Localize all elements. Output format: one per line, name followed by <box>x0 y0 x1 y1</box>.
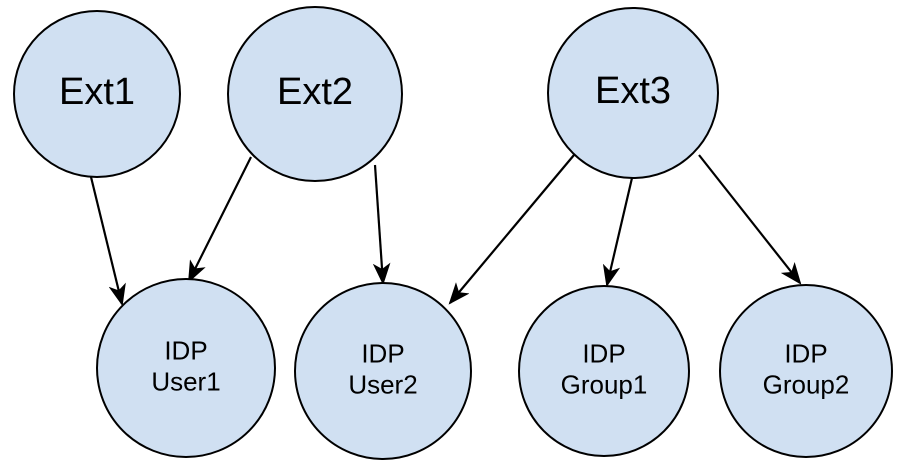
node-circle-group2[interactable] <box>719 284 893 458</box>
edge-ext2-to-user2 <box>372 164 391 286</box>
node-circle-user2[interactable] <box>294 282 472 460</box>
edge-ext3-to-user2 <box>448 154 575 305</box>
edge-ext1-to-user1 <box>89 176 126 307</box>
node-circle-ext1[interactable] <box>13 10 181 178</box>
node-ext1[interactable]: Ext1 <box>13 10 181 178</box>
edges-layer <box>89 154 802 307</box>
node-ext2[interactable]: Ext2 <box>227 6 403 182</box>
node-circle-group1[interactable] <box>518 285 690 457</box>
edge-ext3-to-group2 <box>698 154 802 285</box>
node-circle-user1[interactable] <box>96 278 276 458</box>
node-ext3[interactable]: Ext3 <box>547 7 719 179</box>
edge-ext2-to-user1 <box>188 156 252 283</box>
node-circle-ext3[interactable] <box>547 7 719 179</box>
node-circle-ext2[interactable] <box>227 6 403 182</box>
edge-ext3-to-group1 <box>602 177 634 288</box>
